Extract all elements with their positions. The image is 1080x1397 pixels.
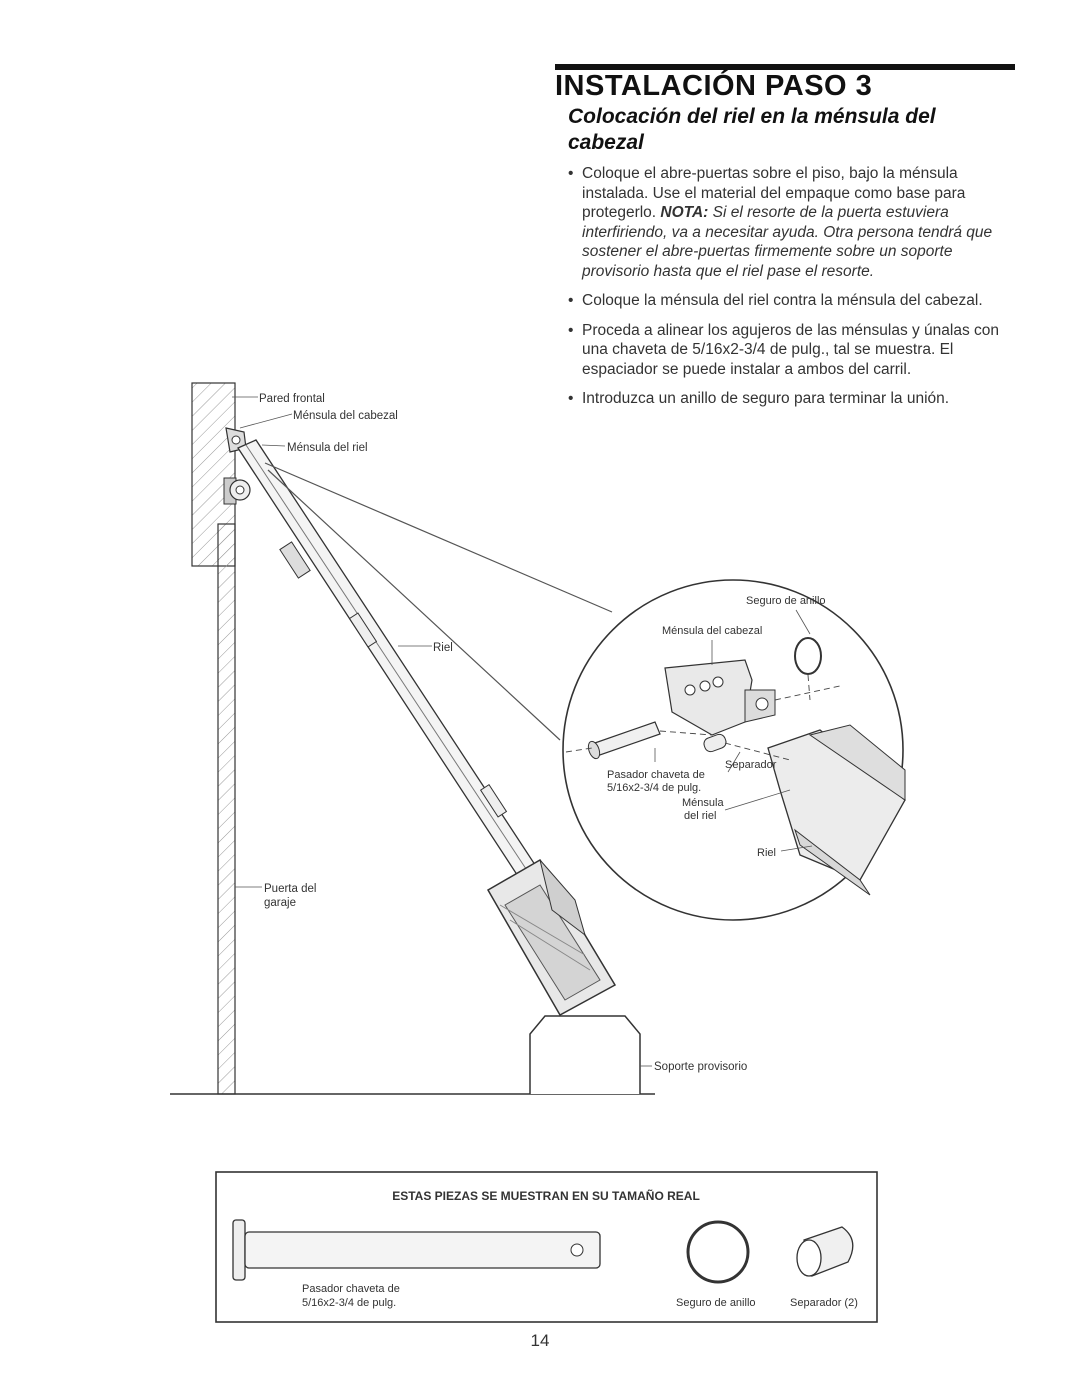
- parts-box-title: ESTAS PIEZAS SE MUESTRAN EN SU TAMAÑO RE…: [392, 1188, 700, 1203]
- instruction-item: Proceda a alinear los agujeros de las mé…: [568, 321, 1018, 380]
- label-detail-mensula-riel: Ménsula: [682, 797, 724, 809]
- detail-callout-lines: [654, 609, 813, 852]
- part-label-spacer: Separador (2): [790, 1297, 858, 1309]
- garage-door: [217, 523, 236, 1095]
- detail-rail: [767, 724, 906, 896]
- detail-spacer: [703, 733, 727, 753]
- parts-box: [215, 1171, 878, 1323]
- detail-dashed-guides: [565, 674, 841, 761]
- part-label-pin: 5/16x2-3/4 de pulg.: [302, 1297, 396, 1309]
- zoom-connector: [264, 462, 613, 741]
- label-riel: Riel: [433, 642, 453, 654]
- page-number: 14: [530, 1331, 550, 1350]
- instruction-list: Coloque el abre-puertas sobre el piso, b…: [568, 164, 1018, 419]
- label-separador: Separador: [725, 759, 777, 771]
- rail: [237, 439, 546, 891]
- step-title: INSTALACIÓN PASO 3: [555, 70, 873, 102]
- label-seguro-anillo: Seguro de anillo: [746, 595, 826, 607]
- detail-circle: [562, 579, 904, 921]
- instruction-text: Introduzca un anillo de seguro para term…: [582, 390, 950, 407]
- label-soporte-provisorio: Soporte provisorio: [654, 1061, 747, 1073]
- instruction-item: Coloque el abre-puertas sobre el piso, b…: [568, 164, 1018, 281]
- part-spacer: [796, 1226, 854, 1277]
- label-puerta-garaje: Puerta del: [264, 883, 316, 895]
- note-label: NOTA:: [660, 204, 709, 221]
- detail-header-bracket: [664, 659, 776, 736]
- header-bracket: [225, 427, 247, 453]
- label-pasador: Pasador chaveta de: [607, 769, 705, 781]
- label-pasador: 5/16x2-3/4 de pulg.: [607, 782, 701, 794]
- opener-motor: [486, 858, 617, 1017]
- instruction-text: Proceda a alinear los agujeros de las mé…: [582, 321, 1000, 378]
- label-puerta-garaje: garaje: [264, 897, 296, 909]
- front-wall: [191, 382, 236, 567]
- part-ring-fastener: [686, 1220, 750, 1284]
- part-label-ring: Seguro de anillo: [676, 1297, 756, 1309]
- label-pared-frontal: Pared frontal: [259, 393, 325, 405]
- instruction-item: Coloque la ménsula del riel contra la mé…: [568, 291, 1018, 311]
- instruction-item: Introduzca un anillo de seguro para term…: [568, 389, 1018, 409]
- header-rule: [555, 64, 1015, 70]
- temporary-support: [529, 1015, 641, 1094]
- instruction-text: Coloque la ménsula del riel contra la mé…: [582, 292, 983, 309]
- label-detail-mensula-cabezal: Ménsula del cabezal: [662, 625, 762, 637]
- callout-lines: [232, 396, 652, 1067]
- step-subtitle: Colocación del riel en la ménsula del ca…: [568, 105, 936, 154]
- part-clevis-pin: [232, 1219, 601, 1281]
- detail-clevis-pin: [587, 721, 661, 760]
- label-detail-riel: Riel: [757, 847, 776, 859]
- instruction-text: Coloque el abre-puertas sobre el piso, b…: [582, 165, 966, 221]
- detail-ring-fastener: [794, 637, 822, 675]
- label-detail-mensula-riel: del riel: [684, 810, 716, 822]
- label-mensula-cabezal: Ménsula del cabezal: [293, 410, 398, 422]
- part-label-pin: Pasador chaveta de: [302, 1283, 400, 1295]
- label-mensula-riel: Ménsula del riel: [287, 442, 368, 454]
- door-bracket: [223, 477, 251, 505]
- note-text: Si el resorte de la puerta estuviera int…: [582, 204, 993, 280]
